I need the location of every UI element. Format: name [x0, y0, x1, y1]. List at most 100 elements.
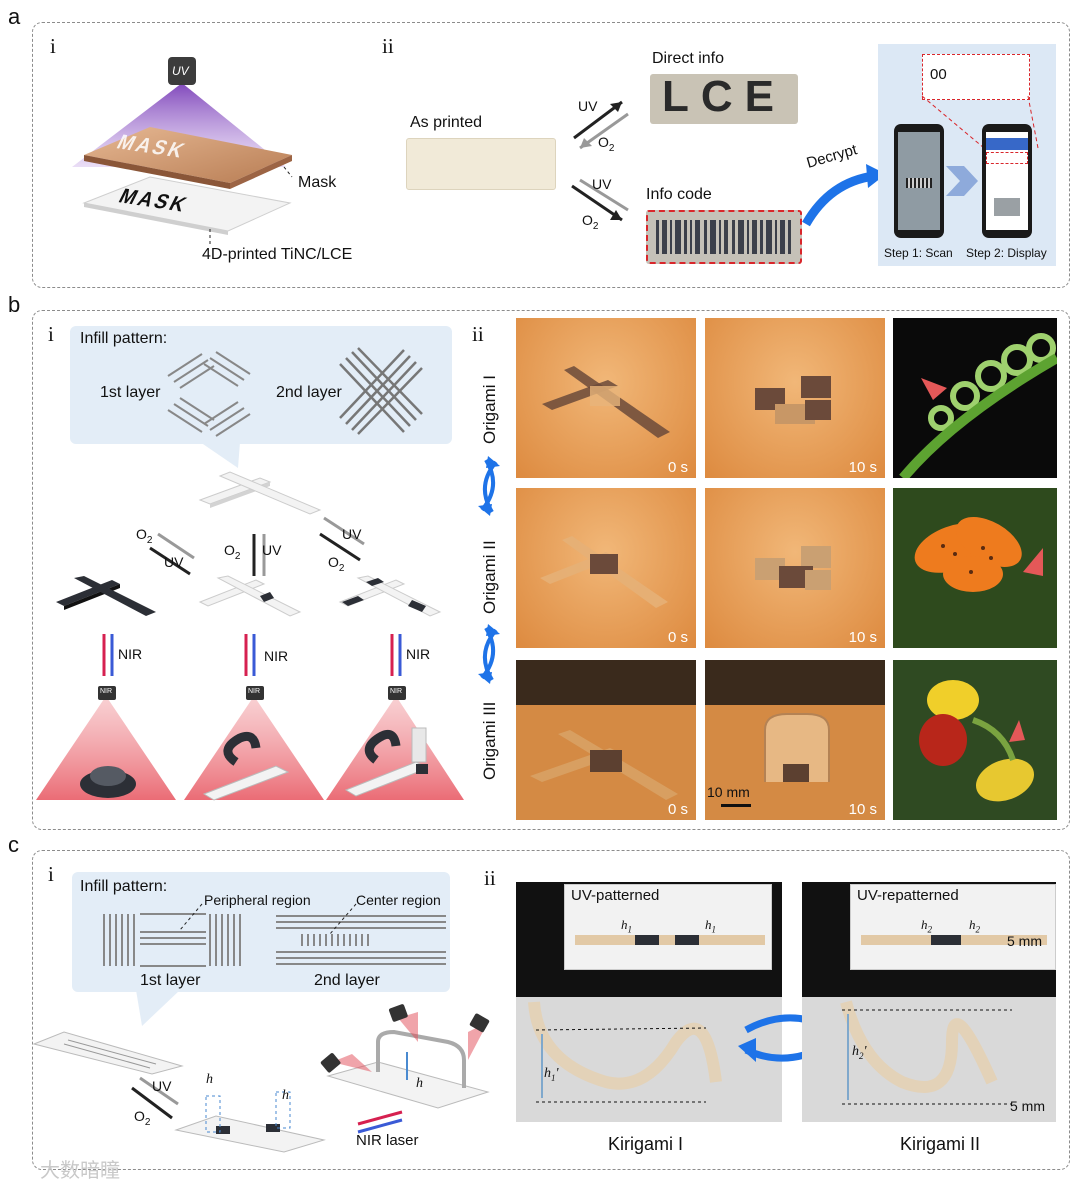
decrypt-arrow: [802, 164, 886, 227]
inset1-dark-1: [635, 935, 659, 945]
nir-laser-icon-1: [388, 1004, 408, 1022]
origami1-cross-flat: [542, 366, 670, 438]
step1-label: Step 1: Scan: [884, 246, 953, 260]
folded-origami-2: [202, 731, 290, 801]
b-uv-2: UV: [262, 542, 282, 558]
info-code-label: Info code: [646, 186, 712, 203]
uv-o2-arrows-top: [573, 100, 629, 150]
as-printed-sample: [406, 138, 556, 190]
nir-laser-label: NIR laser: [356, 1132, 419, 1149]
panel-b-sub-ii: ii: [472, 322, 484, 346]
o2-label-bottom: O2: [582, 212, 599, 232]
material-label: 4D-printed TiNC/LCE: [202, 246, 353, 263]
lily-photo: [893, 488, 1057, 648]
origami1-photo-10s: 10 s: [705, 318, 885, 478]
kirigami2-h2prime: h2': [852, 1044, 867, 1061]
as-printed-label: As printed: [410, 114, 483, 131]
b-o2-1: O2: [136, 526, 153, 546]
nir-laser-icon-2: [469, 1013, 490, 1033]
nir-cones: [36, 686, 464, 801]
panel-c: [32, 850, 1070, 1170]
cross-white-top: [198, 471, 322, 515]
fern-photo: [893, 318, 1057, 478]
inset1-dark-2: [675, 935, 699, 945]
origami2-time-0: 0 s: [667, 629, 688, 646]
c-uv: UV: [152, 1078, 172, 1094]
cross-black: [56, 576, 156, 616]
origami1-photo-0s: 0 s: [516, 318, 696, 478]
uv-o2-arrows-c: [131, 1076, 179, 1120]
kirigami2-shape: [840, 1000, 1012, 1105]
c-h-3: h: [416, 1076, 423, 1091]
phone-display: [982, 124, 1032, 238]
infill-layer2-pattern: [339, 347, 423, 435]
b-uv-1: UV: [164, 554, 184, 570]
origami-label-2: Origami II: [480, 540, 499, 614]
chevron-right-icon: [946, 166, 978, 196]
origami1-time-0: 0 s: [667, 459, 688, 476]
c-h-2: h: [282, 1088, 289, 1103]
bubble-tail-b: [200, 442, 240, 468]
mask-label: Mask: [298, 174, 337, 191]
phone-display-image: [994, 198, 1020, 216]
panel-b: [32, 310, 1070, 830]
kirigami1-inset: UV-patterned h1 h1: [564, 884, 772, 970]
kirigami1-h1prime: h1': [544, 1066, 559, 1083]
nir-lamp-icon-1: [98, 686, 116, 700]
phone-scan: [894, 124, 944, 238]
nir-lamp-text-1: NIR: [100, 688, 113, 695]
uv-lamp-label: UV: [172, 64, 189, 78]
inset1-h1-a: h1: [621, 917, 632, 935]
nir-lamp-icon-3: [388, 686, 406, 700]
origami2-time-10: 10 s: [848, 629, 877, 646]
nir-label-1: NIR: [118, 646, 143, 662]
direct-info-sample: [650, 74, 798, 124]
direct-info-label: Direct info: [652, 50, 725, 67]
folded-origami-1: [80, 766, 136, 798]
nir-arrows-b: [102, 634, 402, 676]
lce-text: LCE: [662, 72, 786, 121]
strip-patterned: [174, 1091, 326, 1153]
panel-c-sub-ii: ii: [484, 866, 496, 890]
step2-label: Step 2: Display: [966, 246, 1047, 260]
infill-layer1-pattern: [167, 351, 251, 437]
origami1-time-10: 10 s: [848, 459, 877, 476]
layer2-label-b: 2nd layer: [276, 384, 342, 401]
nir-laser-icon-3: [320, 1053, 341, 1073]
origami-label-3: Origami III: [480, 701, 499, 780]
origami-label-1: Origami I: [480, 375, 499, 444]
infill-c-layer2: [276, 915, 446, 965]
origami3-photo-10s: 10 mm 10 s: [705, 660, 885, 820]
origami-scale-label: 10 mm: [707, 784, 750, 800]
nir-laser-setup: [320, 1004, 490, 1134]
uv-lamp-icon: [168, 57, 196, 85]
inset1-h1-b: h1: [705, 917, 716, 935]
origami2-photo-0s: 0 s: [516, 488, 696, 648]
panel-c-label: c: [8, 832, 19, 857]
nir-label-2: NIR: [264, 648, 289, 664]
info-code-sample: [646, 210, 802, 264]
swap-arrows-icon-1: [478, 456, 500, 516]
orchid-photo: [893, 660, 1057, 820]
inset1-strip: [575, 935, 765, 945]
inset2-dark: [931, 935, 961, 945]
panel-a-sub-ii: ii: [382, 34, 394, 58]
inset2-h2-b: h2: [969, 917, 980, 935]
origami-scale-bar: [721, 804, 751, 807]
watermark: 大数暗瞳: [40, 1160, 120, 1182]
infill-title-c: Infill pattern:: [80, 878, 168, 895]
orchid-flower: [919, 680, 1035, 802]
region-leader-lines: [179, 903, 357, 935]
nir-label-3: NIR: [406, 646, 431, 662]
kirigami2-label: Kirigami II: [900, 1134, 981, 1154]
phone-scan-barcode: [906, 178, 932, 188]
origami3-folded: [764, 713, 830, 782]
panel-b-sub-i: i: [48, 322, 54, 346]
kirigami1-photo: UV-patterned h1 h1 h1': [516, 882, 782, 1122]
kirigami2-photo: UV-repatterned h2 h2 5 mm h2' 5 mm: [802, 882, 1056, 1122]
c-h-1: h: [206, 1072, 213, 1087]
barcode: [656, 220, 791, 254]
swap-arrows-icon-2: [478, 624, 500, 684]
layer1-label-b: 1st layer: [100, 384, 161, 401]
origami2-photo-10s: 10 s: [705, 488, 885, 648]
